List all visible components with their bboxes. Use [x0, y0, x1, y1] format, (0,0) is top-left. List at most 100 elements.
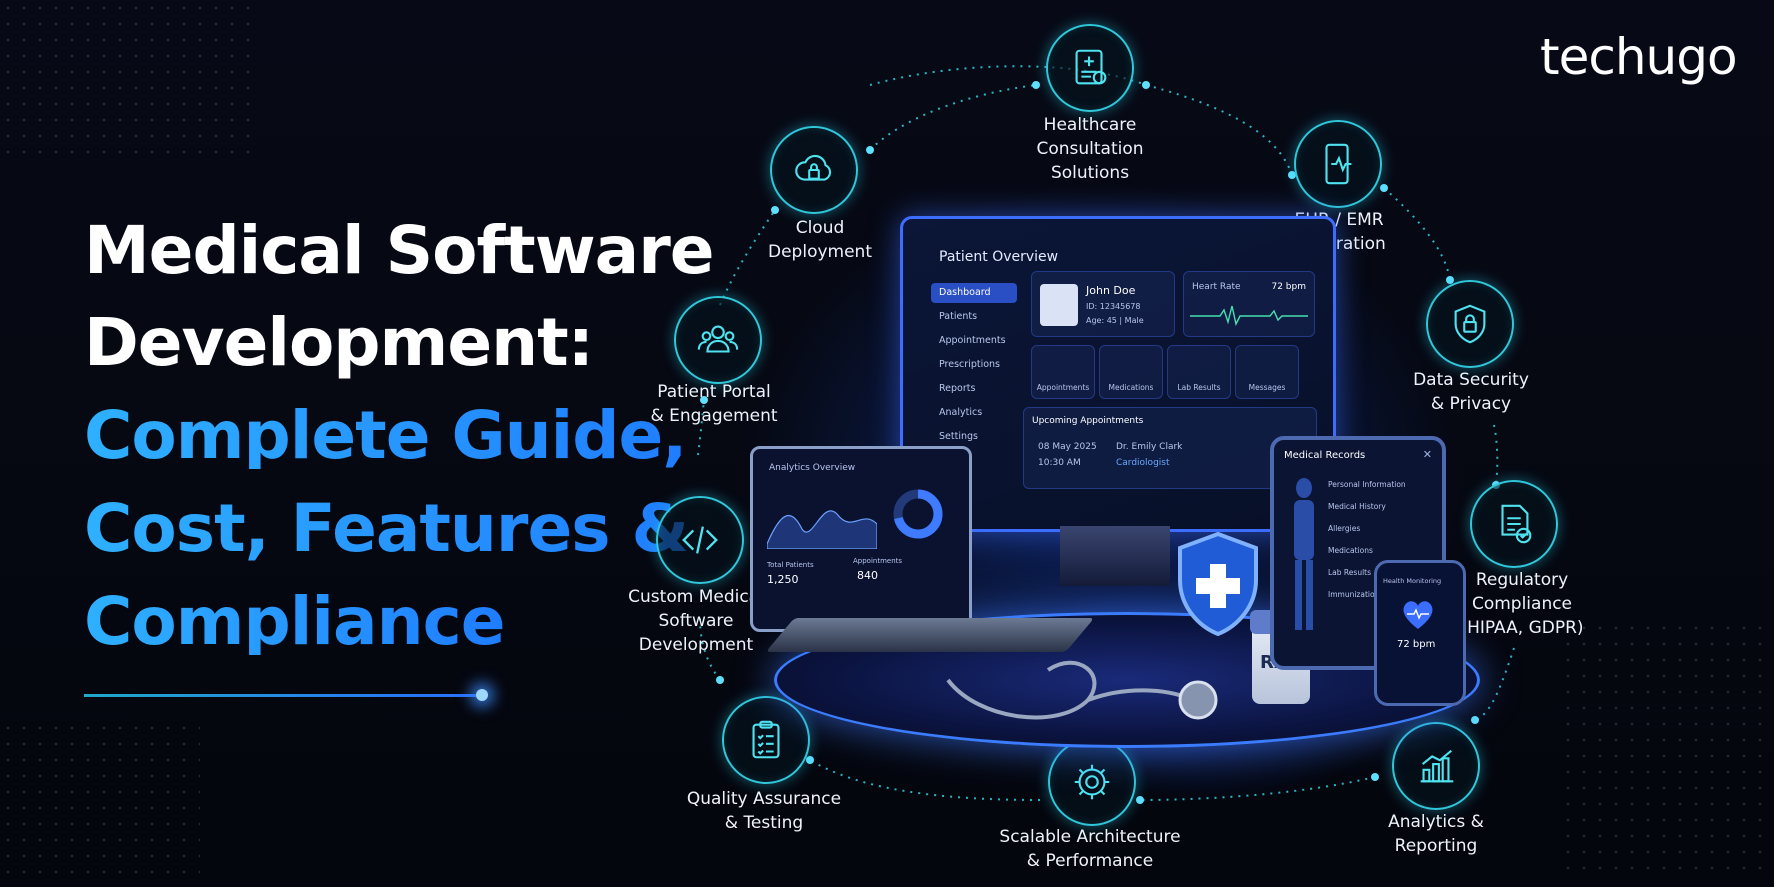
phone-heartbeat-icon — [1294, 120, 1382, 208]
feature-data-security: Data Security & Privacy — [1361, 368, 1581, 416]
sidebar-item-reports[interactable]: Reports — [939, 383, 976, 394]
feature-label: Development — [638, 635, 754, 655]
feature-healthcare-consultation: Healthcare Consultation Solutions — [980, 113, 1200, 185]
feature-label: Analytics & — [1388, 812, 1484, 832]
tile-lab-results[interactable]: Lab Results — [1167, 345, 1231, 399]
feature-label: Patient Portal — [657, 382, 771, 402]
ring-node — [806, 756, 814, 764]
tablet-medical-records: Medical Records ✕ Personal Information M… — [1270, 436, 1446, 670]
shield-lock-icon — [1426, 280, 1514, 368]
appointment-time: 10:30 AM — [1038, 458, 1081, 468]
record-item[interactable]: Allergies — [1328, 524, 1361, 533]
stat-appointments-label: Appointments — [853, 557, 903, 565]
ring-node — [1371, 773, 1379, 781]
sidebar-item-prescriptions[interactable]: Prescriptions — [939, 359, 1000, 370]
dot-pattern-right — [1560, 620, 1770, 880]
tile-messages[interactable]: Messages — [1235, 345, 1299, 399]
record-item[interactable]: Personal Information — [1328, 480, 1406, 489]
patient-id: ID: 12345678 — [1086, 302, 1141, 311]
medical-report-icon — [1046, 24, 1134, 112]
tile-label: Messages — [1248, 383, 1286, 392]
headline-line-4: Cost, Features & — [84, 490, 689, 567]
record-item[interactable]: Medical History — [1328, 502, 1386, 511]
sidebar-item-patients[interactable]: Patients — [939, 311, 978, 322]
feature-label: Deployment — [768, 242, 872, 262]
phone-title: Health Monitoring — [1383, 577, 1442, 585]
bar-chart-icon — [1392, 722, 1480, 810]
ring-node — [700, 396, 708, 404]
monitor-stand — [1060, 526, 1170, 586]
upcoming-title: Upcoming Appointments — [1032, 416, 1144, 426]
tile-appointments[interactable]: Appointments — [1031, 345, 1095, 399]
feature-regulatory-compliance: Regulatory Compliance (HIPAA, GDPR) — [1412, 568, 1632, 640]
document-check-icon — [1470, 480, 1558, 568]
ring-node — [866, 146, 874, 154]
monitor-patient-overview: Patient Overview Dashboard Patients Appo… — [900, 216, 1336, 532]
heart-rate-value: 72 bpm — [1271, 282, 1306, 292]
headline-line-3: Complete Guide, — [84, 397, 687, 474]
feature-patient-portal: Patient Portal & Engagement — [604, 380, 824, 428]
feature-label: (HIPAA, GDPR) — [1460, 618, 1584, 638]
analytics-donut-chart — [893, 489, 943, 539]
tile-label: Lab Results — [1177, 383, 1221, 392]
appointment-date: 08 May 2025 — [1038, 442, 1097, 452]
tile-medications[interactable]: Medications — [1099, 345, 1163, 399]
feature-label: Custom Medical — [628, 587, 764, 607]
feature-label: & Engagement — [650, 406, 778, 426]
feature-label: Reporting — [1394, 836, 1478, 856]
laptop-title: Analytics Overview — [769, 463, 856, 473]
feature-label: Consultation — [1036, 139, 1144, 159]
feature-label: Data Security — [1413, 370, 1529, 390]
feature-label: Solutions — [1050, 163, 1130, 183]
feature-label: Cloud — [795, 218, 845, 238]
patient-meta: Age: 45 | Male — [1086, 316, 1144, 325]
heart-rate-card: Heart Rate 72 bpm — [1183, 271, 1315, 337]
stat-total-patients-value: 1,250 — [767, 573, 799, 586]
shield-cross-icon — [1178, 531, 1258, 637]
ring-node — [1446, 276, 1454, 284]
tile-label: Appointments — [1036, 383, 1090, 392]
feature-label: Software — [658, 611, 734, 631]
stethoscope — [946, 660, 1218, 720]
feature-scalable-architecture: Scalable Architecture & Performance — [980, 825, 1200, 873]
appointment-doctor: Dr. Emily Clark — [1116, 442, 1183, 452]
phone-bpm-value: 72 bpm — [1397, 639, 1436, 650]
appointment-role: Cardiologist — [1116, 458, 1170, 468]
feature-label: Regulatory — [1475, 570, 1569, 590]
sidebar-item-appointments[interactable]: Appointments — [939, 335, 1006, 346]
heart-icon — [1403, 601, 1433, 629]
feature-quality-assurance: Quality Assurance & Testing — [654, 787, 874, 835]
sidebar-item-dashboard[interactable]: Dashboard — [931, 283, 1017, 303]
headline-line-1: Medical Software — [84, 212, 715, 289]
feature-label: & Privacy — [1430, 394, 1512, 414]
feature-label: & Testing — [724, 813, 804, 833]
sidebar-item-analytics[interactable]: Analytics — [939, 407, 983, 418]
heart-rate-label: Heart Rate — [1192, 282, 1241, 292]
code-icon — [656, 496, 744, 584]
users-icon — [674, 296, 762, 384]
close-icon[interactable]: ✕ — [1422, 448, 1432, 461]
feature-label: Quality Assurance — [686, 789, 842, 809]
feature-label: & Performance — [1026, 851, 1154, 871]
headline-underline — [84, 694, 484, 697]
stat-total-patients-label: Total Patients — [767, 561, 814, 569]
feature-custom-software: Custom Medical Software Development — [586, 585, 806, 657]
patient-name: John Doe — [1086, 284, 1136, 297]
clipboard-checklist-icon — [722, 696, 810, 784]
record-item[interactable]: Immunizations — [1328, 590, 1384, 599]
sidebar-item-settings[interactable]: Settings — [939, 431, 978, 442]
headline-line-5: Compliance — [84, 583, 505, 660]
record-item[interactable]: Medications — [1328, 546, 1373, 555]
ring-node — [716, 676, 724, 684]
analytics-area-chart — [767, 510, 877, 549]
headline-line-2: Development: — [84, 304, 594, 381]
record-item[interactable]: Lab Results — [1328, 568, 1372, 577]
monitor-title: Patient Overview — [939, 249, 1059, 265]
heart-rate-graph — [1190, 305, 1308, 327]
ring-node — [1142, 81, 1150, 89]
feature-label: Healthcare — [1043, 115, 1137, 135]
ring-node — [1471, 716, 1479, 724]
upcoming-appointments-card: Upcoming Appointments 08 May 2025 10:30 … — [1023, 407, 1317, 489]
